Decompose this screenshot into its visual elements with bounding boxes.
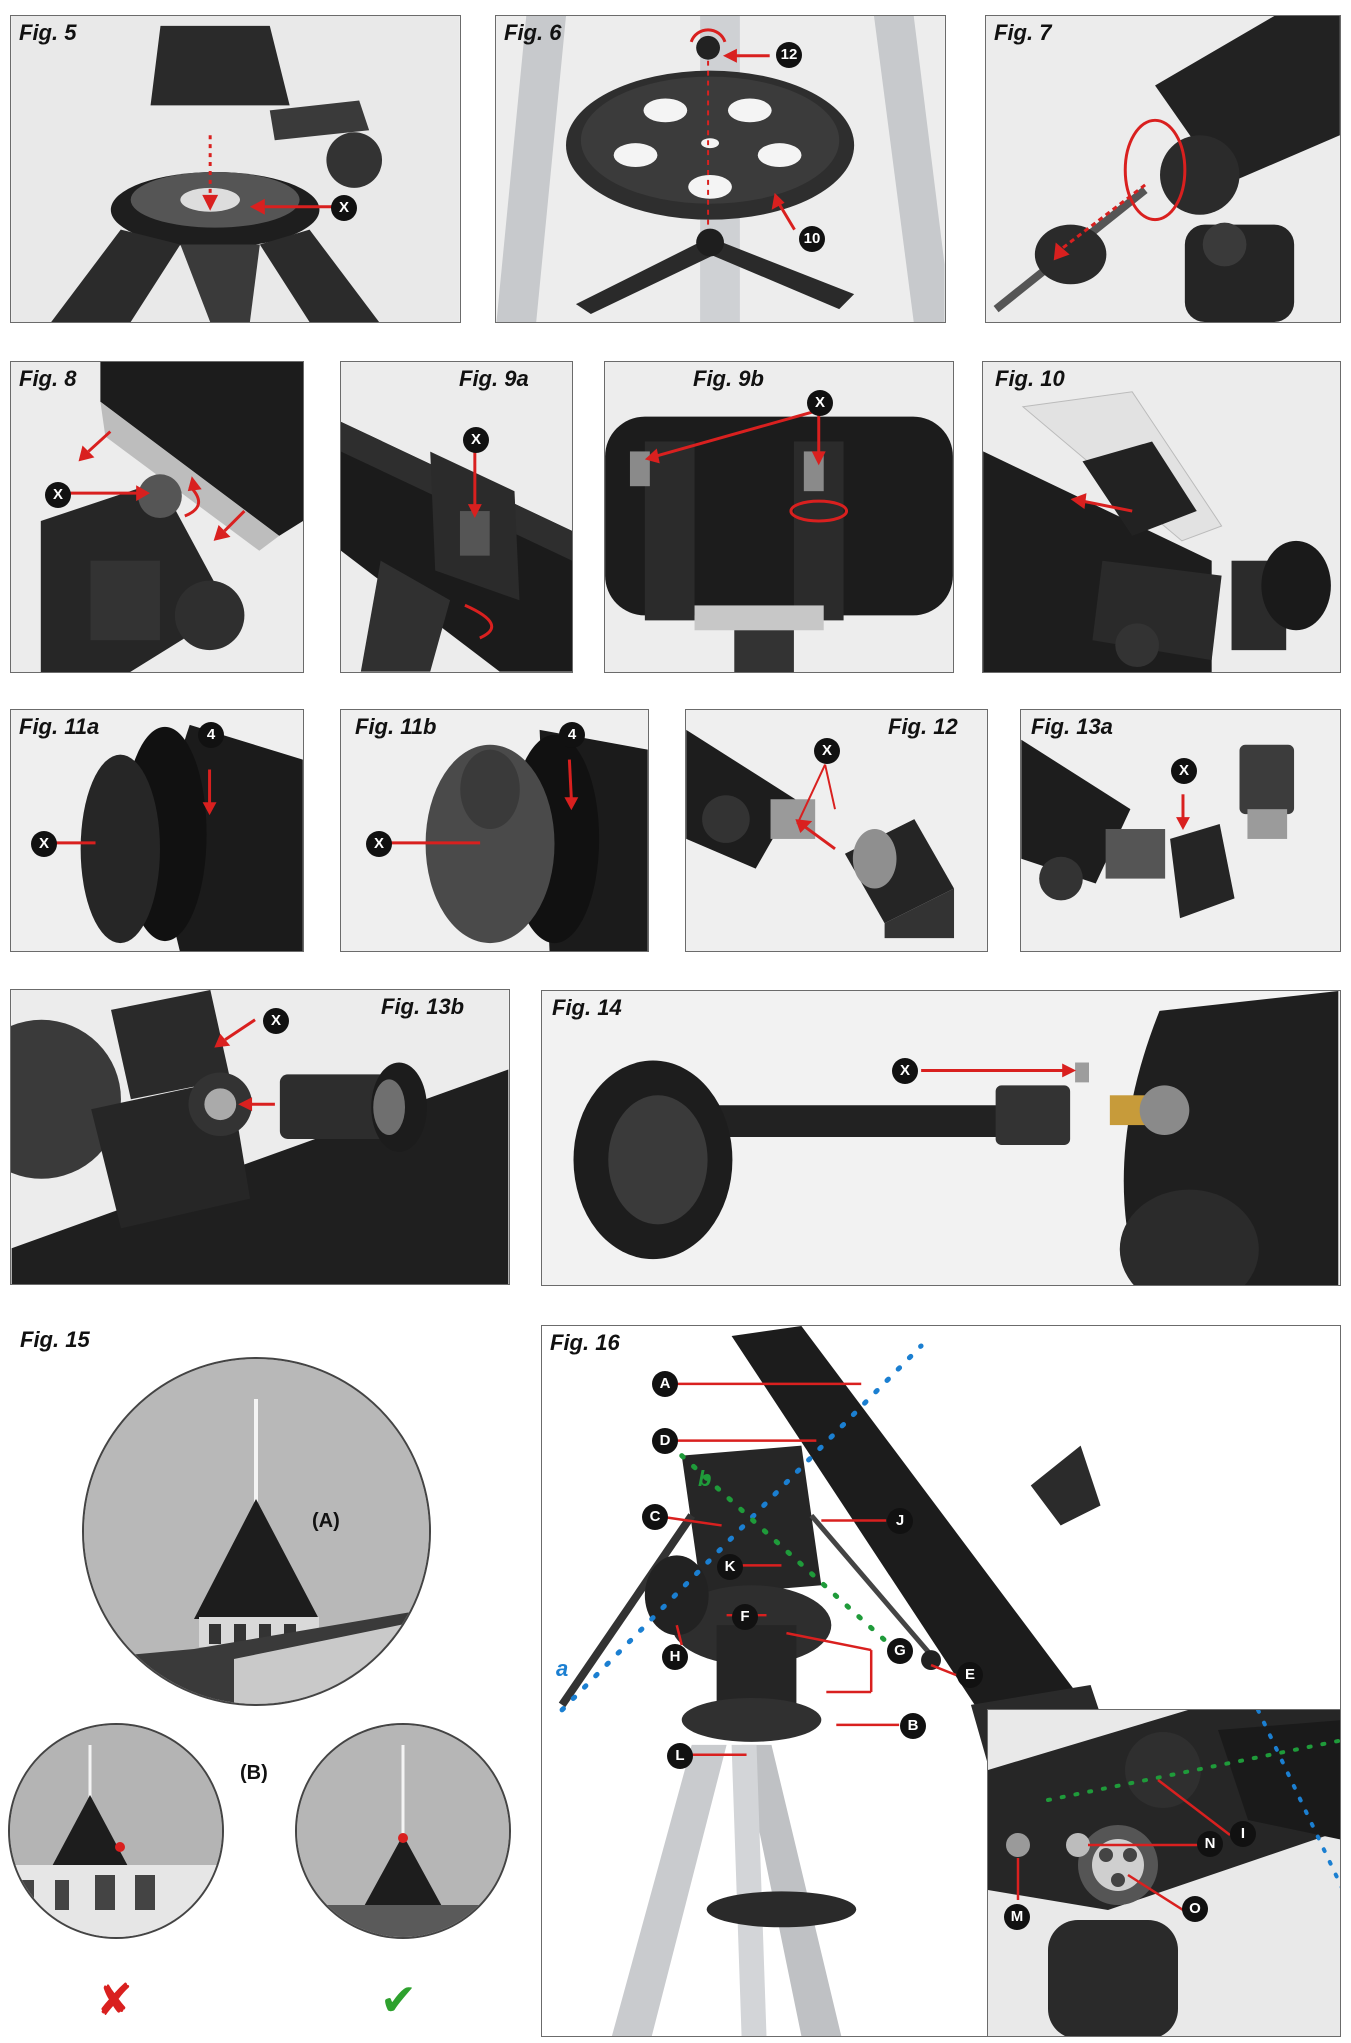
- fig16-axis-b-label: b: [698, 1466, 712, 1491]
- fig16-callout-o: O: [1182, 1896, 1208, 1922]
- dust-cap-removal-illustration: [341, 710, 648, 951]
- fig16-callout-l: L: [667, 1743, 693, 1769]
- fig15-view-right: [295, 1723, 511, 1939]
- fig5-title: Fig. 5: [19, 20, 77, 45]
- fig16-callout-m: M: [1004, 1904, 1030, 1930]
- church-spire-image: [84, 1359, 429, 1704]
- fig16-axis-a-label: a: [556, 1656, 569, 1681]
- fig9a-title: Fig. 9a: [459, 366, 529, 391]
- fig15-view-a: [82, 1357, 431, 1706]
- finder-scope-illustration: [983, 362, 1340, 672]
- fig12-panel: Fig. 12 X: [685, 709, 988, 952]
- tube-rings-illustration: [605, 362, 953, 672]
- focuser-eyepiece-illustration: [11, 990, 509, 1284]
- fig16-callout-k: K: [717, 1554, 743, 1580]
- fig14-panel: Fig. 14 X: [541, 990, 1341, 1286]
- fig9b-panel: Fig. 9b X: [604, 361, 954, 673]
- fig16-callout-c: C: [642, 1504, 668, 1530]
- aligned-spire-image: [297, 1725, 509, 1937]
- slow-motion-control-illustration: [543, 991, 1339, 1285]
- fig16-callout-f: F: [732, 1604, 758, 1630]
- fig6-panel: Fig. 6 12 10: [495, 15, 946, 323]
- fig16-callout-e: E: [957, 1662, 983, 1688]
- fig16-callout-i: I: [1230, 1821, 1256, 1847]
- fig11b-callout-4: 4: [559, 722, 585, 748]
- fig15-label-a: (A): [312, 1510, 340, 1532]
- fig10-title: Fig. 10: [995, 366, 1065, 391]
- fig11b-panel: Fig. 11b 4 X: [340, 709, 649, 952]
- fig16-callout-b: B: [900, 1713, 926, 1739]
- fig16-callout-h: H: [662, 1644, 688, 1670]
- counterweight-rod-illustration: [986, 16, 1340, 322]
- fig13a-callout-x: X: [1171, 758, 1197, 784]
- check-mark-icon: ✔: [380, 1976, 417, 2025]
- fig13a-title: Fig. 13a: [1031, 714, 1113, 739]
- fig10-panel: Fig. 10: [982, 361, 1341, 673]
- fig8-callout-x: X: [45, 482, 71, 508]
- fig11a-callout-x: X: [31, 831, 57, 857]
- fig12-callout-x: X: [814, 738, 840, 764]
- fig13b-callout-x: X: [263, 1008, 289, 1034]
- fig7-title: Fig. 7: [994, 20, 1052, 45]
- fig14-title: Fig. 14: [552, 995, 622, 1020]
- misaligned-spire-image: [10, 1725, 222, 1937]
- dovetail-mount-illustration: [11, 362, 303, 672]
- eyepiece-insert-illustration: [1021, 710, 1340, 951]
- polar-axis-inset-image: [988, 1710, 1340, 2036]
- fig13b-title: Fig. 13b: [381, 994, 465, 1019]
- fig14-callout-x: X: [892, 1058, 918, 1084]
- fig5-callout-x: X: [331, 195, 357, 221]
- fig6-title: Fig. 6: [504, 20, 562, 45]
- fig5-panel: Fig. 5 X: [10, 15, 461, 323]
- fig16-inset: [987, 1709, 1340, 2036]
- fig8-title: Fig. 8: [19, 366, 77, 391]
- fig16-callout-a: A: [652, 1371, 678, 1397]
- fig9b-title: Fig. 9b: [693, 366, 764, 391]
- cross-mark-icon: ✘: [96, 1976, 133, 2025]
- tripod-head-illustration: [11, 16, 460, 322]
- fig15-label-b: (B): [240, 1762, 268, 1784]
- fig15-view-wrong: [8, 1723, 224, 1939]
- fig13a-panel: Fig. 13a X: [1020, 709, 1341, 952]
- fig11b-title: Fig. 11b: [355, 714, 437, 739]
- fig16-panel: Fig. 16 A D C J K F H G E B L I N M O a …: [541, 1325, 1341, 2037]
- fig13b-panel: Fig. 13b X: [10, 989, 510, 1285]
- fig9b-callout-x: X: [807, 390, 833, 416]
- fig16-callout-n: N: [1197, 1831, 1223, 1857]
- accessory-tray-illustration: [496, 16, 945, 322]
- fig9a-callout-x: X: [463, 427, 489, 453]
- fig11a-title: Fig. 11a: [19, 714, 100, 739]
- fig16-callout-g: G: [887, 1638, 913, 1664]
- dust-cap-illustration: [11, 710, 303, 951]
- fig6-callout-10: 10: [799, 226, 825, 252]
- fig6-callout-12: 12: [776, 42, 802, 68]
- fig11a-callout-4: 4: [198, 722, 224, 748]
- fig11b-callout-x: X: [366, 831, 392, 857]
- fig9a-panel: Fig. 9a X: [340, 361, 573, 673]
- fig11a-panel: Fig. 11a 4 X: [10, 709, 304, 952]
- fig16-callout-j: J: [887, 1508, 913, 1534]
- fig15-title: Fig. 15: [20, 1327, 90, 1352]
- fig16-callout-d: D: [652, 1428, 678, 1454]
- fig16-title: Fig. 16: [550, 1330, 620, 1355]
- fig7-panel: Fig. 7: [985, 15, 1341, 323]
- fig12-title: Fig. 12: [888, 714, 958, 739]
- tube-ring-illustration: [341, 362, 572, 672]
- fig8-panel: Fig. 8 X: [10, 361, 304, 673]
